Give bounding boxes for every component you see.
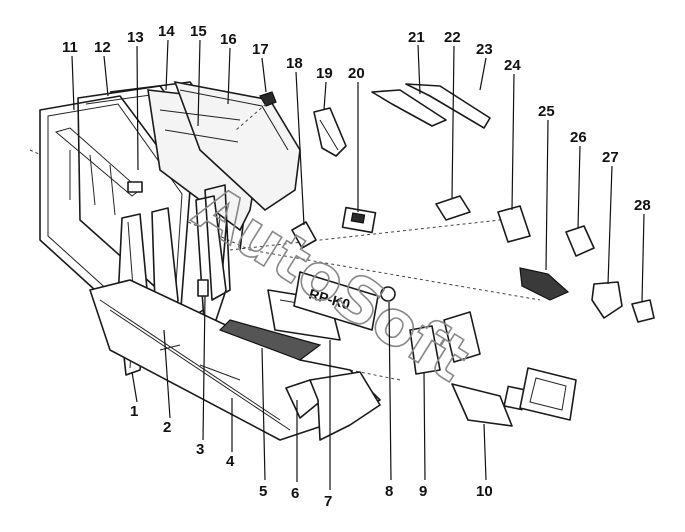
callout-7: 7 (324, 493, 332, 510)
callout-19: 19 (316, 65, 333, 82)
callout-3: 3 (196, 441, 204, 458)
callout-11: 11 (62, 39, 78, 56)
callout-17: 17 (252, 41, 269, 58)
clip-part (235, 91, 277, 131)
leader-lines (71, 39, 645, 490)
callout-13: 13 (127, 29, 144, 46)
callout-numbers: 1 2 3 4 5 6 7 8 9 10 11 12 13 14 15 16 1… (62, 23, 651, 510)
callout-8: 8 (385, 483, 393, 500)
callout-28: 28 (634, 197, 651, 214)
small-parts-19-20 (313, 107, 377, 234)
callout-1: 1 (130, 403, 138, 420)
callout-24: 24 (504, 57, 521, 74)
callout-16: 16 (220, 31, 237, 48)
callout-23: 23 (476, 41, 493, 58)
trim-parts (371, 44, 491, 129)
hardware-parts (435, 195, 655, 323)
callout-14: 14 (158, 23, 175, 40)
callout-10: 10 (476, 483, 493, 500)
callout-4: 4 (226, 453, 235, 470)
callout-9: 9 (419, 483, 427, 500)
callout-18: 18 (286, 55, 303, 72)
bracket-part (291, 71, 317, 249)
callout-6: 6 (291, 485, 299, 502)
callout-26: 26 (570, 129, 587, 146)
callout-25: 25 (538, 103, 555, 120)
callout-27: 27 (602, 149, 619, 166)
callout-2: 2 (163, 419, 171, 436)
callout-20: 20 (348, 65, 365, 82)
lamp-parts (380, 286, 577, 427)
callout-5: 5 (259, 483, 267, 500)
callout-21: 21 (408, 29, 425, 46)
callout-15: 15 (190, 23, 207, 40)
callout-12: 12 (94, 39, 111, 56)
callout-22: 22 (444, 29, 461, 46)
license-plate: RP-K0 (293, 271, 379, 331)
